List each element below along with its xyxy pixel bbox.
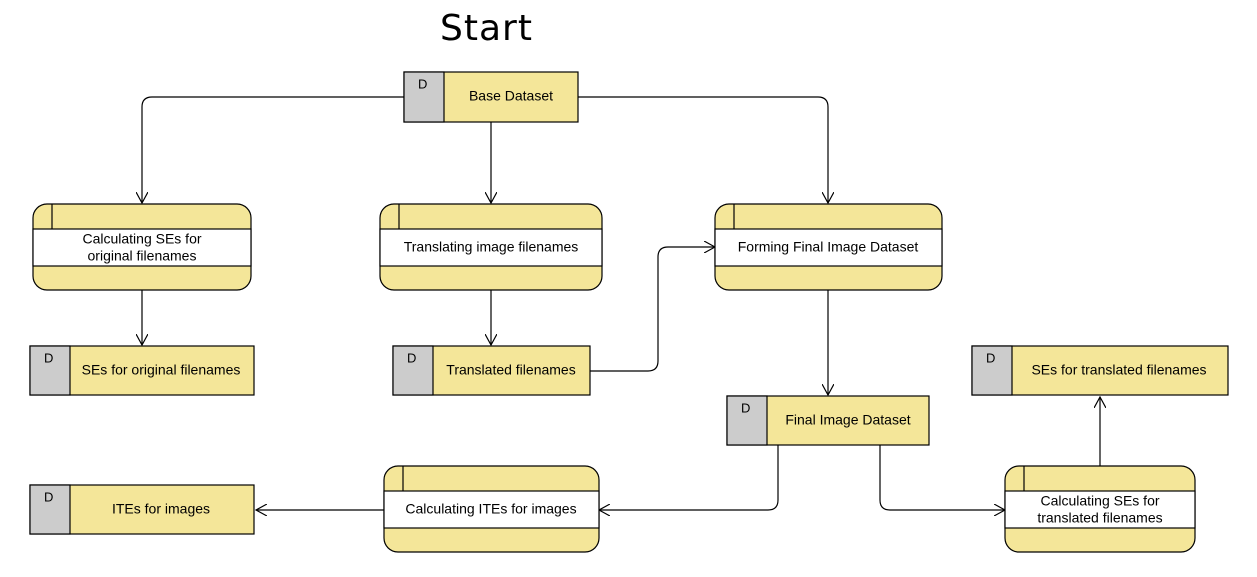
process-forming-final: Forming Final Image Dataset <box>714 203 943 291</box>
store-letter: D <box>44 489 53 504</box>
store-letter: D <box>44 350 53 365</box>
process-translating: Translating image filenames <box>379 203 603 291</box>
store-base-dataset: D Base Dataset <box>403 71 579 123</box>
connectors <box>142 96 1100 510</box>
process-label-line2: original filenames <box>88 248 197 264</box>
process-calc-ites: Calculating ITEs for images <box>383 465 600 553</box>
store-label: Translated filenames <box>446 362 575 378</box>
store-letter: D <box>407 350 416 365</box>
store-final-image-dataset: D Final Image Dataset <box>726 395 930 446</box>
edge-base-to-forming <box>578 96 828 203</box>
store-ses-original: D SEs for original filenames <box>29 345 255 396</box>
store-letter: D <box>741 400 750 415</box>
store-label: Base Dataset <box>469 88 553 104</box>
store-ses-translated: D SEs for translated filenames <box>971 345 1229 396</box>
process-calc-ses-original: Calculating SEs for original filenames <box>32 203 252 291</box>
process-label-line1: Calculating SEs for <box>1040 493 1159 509</box>
process-calc-ses-translated: Calculating SEs for translated filenames <box>1004 465 1196 553</box>
start-title: Start <box>440 8 533 49</box>
process-label: Calculating ITEs for images <box>405 501 576 517</box>
edge-translated-to-forming <box>590 247 715 372</box>
store-label: ITEs for images <box>112 501 210 517</box>
store-translated-filenames: D Translated filenames <box>392 345 591 396</box>
store-letter: D <box>418 76 427 91</box>
edge-final-to-calc-ses-trans <box>879 445 1005 510</box>
store-letter: D <box>986 350 995 365</box>
store-label: Final Image Dataset <box>785 412 910 428</box>
edge-final-to-calc-ites <box>599 445 779 510</box>
store-label: SEs for original filenames <box>82 362 241 378</box>
store-label: SEs for translated filenames <box>1031 362 1206 378</box>
process-label-line2: translated filenames <box>1037 510 1162 526</box>
process-label: Translating image filenames <box>404 239 579 255</box>
process-label-line1: Calculating SEs for <box>82 231 201 247</box>
edge-base-to-calc-ses-orig <box>142 96 404 203</box>
store-ites-for-images: D ITEs for images <box>29 484 255 535</box>
process-label: Forming Final Image Dataset <box>738 239 919 255</box>
